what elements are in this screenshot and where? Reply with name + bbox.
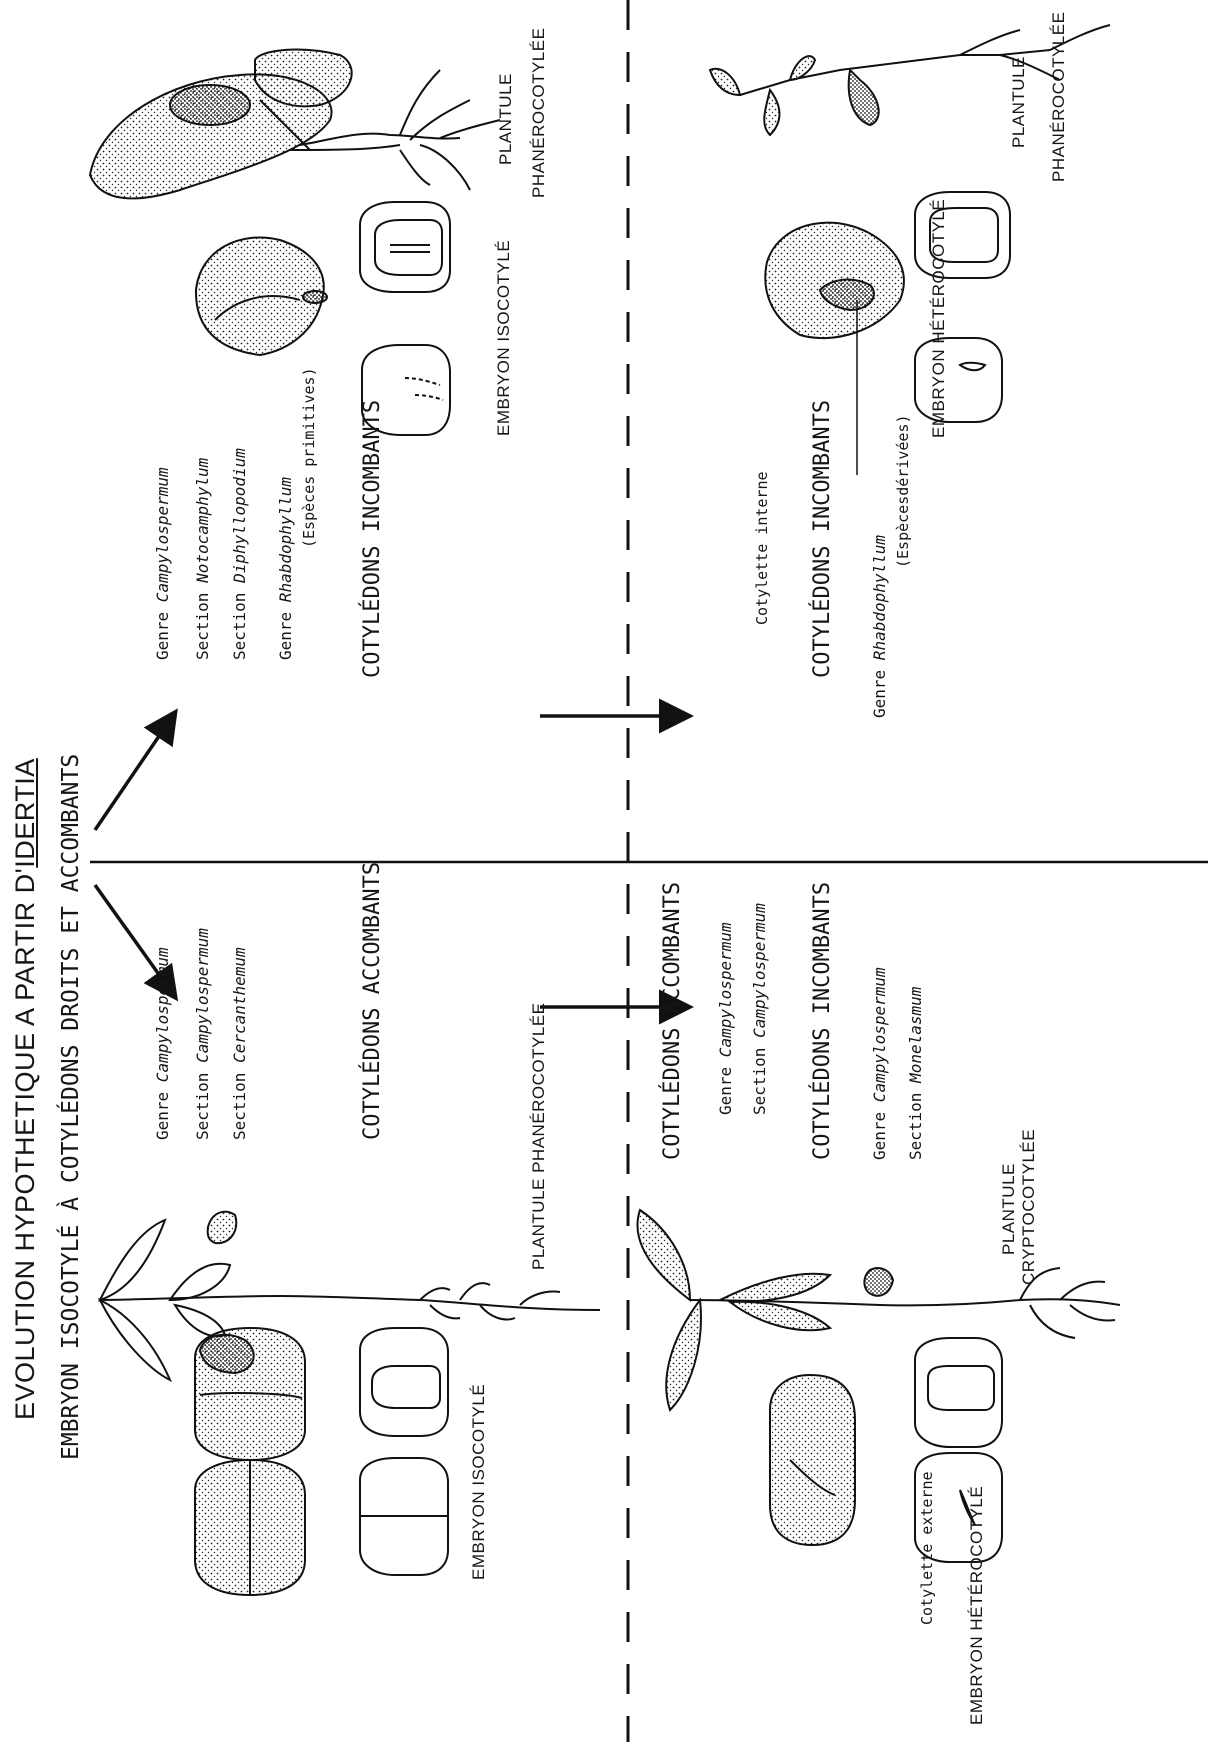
seedling-top-right [90,50,500,199]
tr-taxon-3: Section Diphyllopodium [232,448,248,660]
tl-taxon-3: Section Cercanthemum [232,947,248,1140]
tr-taxon-2: Section Notocamphylum [195,458,211,660]
tl-plantule-label: PLANTULE PHANÉROCOTYLÉE [530,1002,547,1270]
branch-arrow-up [95,720,170,830]
tr-species-note: (Espèces primitives) [302,367,317,548]
title-prefix: EVOLUTION HYPOTHETIQUE A PARTIR D' [10,868,40,1420]
br-cotylette-label: Cotylette interne [755,471,770,625]
seed-bottom-left [770,1375,855,1545]
embryo-section-top-right [360,202,450,292]
embryo-sections-top-left [360,1328,448,1575]
bl-group1-taxon-1: Genre Campylospermum [718,922,734,1115]
tl-embryo-label: EMBRYON ISOCOTYLÉ [470,1384,487,1580]
subtitle: EMBRYON ISOCOTYLÉ À COTYLÉDONS DROITS ET… [60,754,83,1460]
br-plantule-line2: PHANÉROCOTYLÉE [1050,12,1067,182]
title-genus: IDERTIA [10,758,40,868]
br-plantule-line1: PLANTULE [1010,56,1027,148]
br-cotyledons: COTYLÉDONS INCOMBANTS [812,400,834,678]
page-title: EVOLUTION HYPOTHETIQUE A PARTIR D'IDERTI… [12,758,39,1420]
br-taxon-1: Genre Rhabdophyllum [872,535,888,718]
bl-group1-taxon-2: Section Campylospermum [752,903,768,1115]
br-embryo-label: EMBRYON HÉTÉROCOTYLÉ [930,199,947,438]
bl-cotylette-label: Cotylette externe [920,1471,935,1625]
seed-top-right [196,237,327,355]
tl-taxon-1: Genre Campylospermum [155,947,171,1140]
bl-group1-cotyledons: COTYLÉDONS ACCOMBANTS [662,882,684,1160]
br-species-note: (Espècesdérivées) [896,414,911,568]
tr-taxon-1: Genre Campylospermum [155,467,171,660]
tr-plantule-line1: PLANTULE [497,73,514,165]
tr-embryo-label: EMBRYON ISOCOTYLÉ [495,240,512,436]
bl-group2-taxon-1: Genre Campylospermum [872,967,888,1160]
tr-cotyledons: COTYLÉDONS INCOMBANTS [362,400,384,678]
seedling-bottom-left [637,1210,1120,1410]
bl-group2-taxon-2: Section Monelasmum [908,987,924,1160]
tr-taxon-4: Genre Rhabdophyllum [278,477,294,660]
seed-bottom-right [765,223,904,338]
tr-plantule-line2: PHANÉROCOTYLÉE [530,28,547,198]
bl-plantule-line1: PLANTULE [1000,1163,1017,1255]
seedling-top-left [100,1212,600,1380]
bl-group2-cotyledons: COTYLÉDONS INCOMBANTS [812,882,834,1160]
bl-plantule-line2: CRYPTOCOTYLÉE [1020,1129,1037,1285]
tl-taxon-2: Section Campylospermum [195,928,211,1140]
seed-pair-top-left [195,1328,305,1595]
bl-embryo-label: EMBRYON HÉTÉROCOTYLÉ [968,1486,985,1725]
tl-cotyledons: COTYLÉDONS ACCOMBANTS [362,862,384,1140]
